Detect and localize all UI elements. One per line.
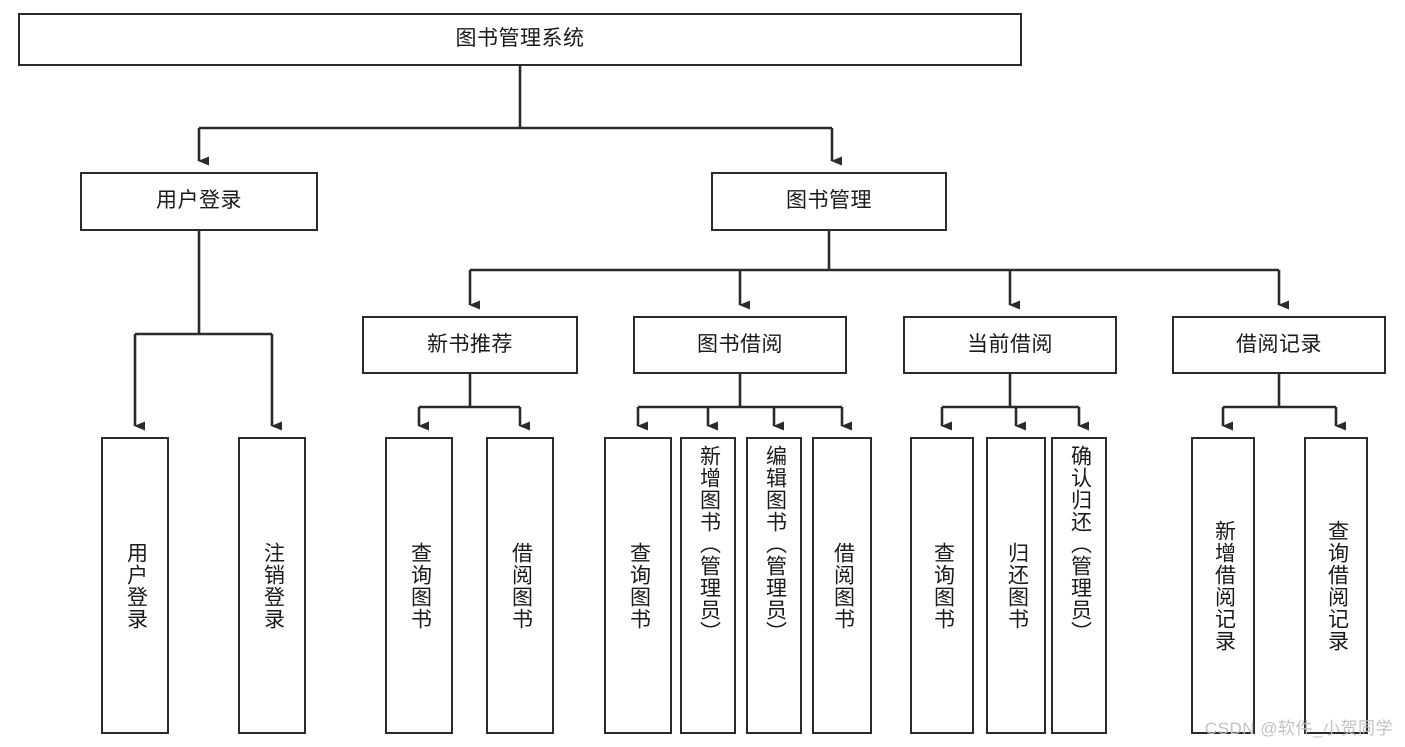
leaf-query-book-3[interactable]: 查询图书 [910,437,974,734]
leaf-add-book-admin[interactable]: 新增图书（管理员） [680,437,736,734]
leaf-query-book-2-label: 查询图书 [627,541,651,630]
leaf-query-borrow-record-label: 查询借阅记录 [1325,519,1349,652]
leaf-confirm-return-admin-label: 确认归还（管理员） [1068,445,1092,643]
leaf-query-book-1[interactable]: 查询图书 [385,437,453,734]
node-user-login[interactable]: 用户登录 [80,172,318,231]
leaf-add-borrow-record[interactable]: 新增借阅记录 [1191,437,1255,734]
node-current-borrow-label: 当前借阅 [967,332,1053,356]
leaf-return-book-label: 归还图书 [1005,541,1029,630]
leaf-borrow-book-1[interactable]: 借阅图书 [486,437,554,734]
leaf-add-borrow-record-label: 新增借阅记录 [1212,519,1236,652]
leaf-confirm-return-admin[interactable]: 确认归还（管理员） [1051,437,1107,734]
node-book-manage-label: 图书管理 [786,189,872,213]
leaf-borrow-book-2-label: 借阅图书 [831,541,855,630]
node-borrow-record-label: 借阅记录 [1236,332,1322,356]
leaf-query-book-1-label: 查询图书 [408,541,432,630]
node-current-borrow[interactable]: 当前借阅 [903,316,1117,374]
leaf-user-login-label: 用户登录 [124,541,148,630]
leaf-borrow-book-1-label: 借阅图书 [509,541,533,630]
node-root-label: 图书管理系统 [455,27,585,51]
node-new-book-recommend[interactable]: 新书推荐 [362,316,578,374]
leaf-edit-book-admin-label: 编辑图书（管理员） [763,445,787,643]
leaf-user-logout[interactable]: 注销登录 [238,437,306,734]
leaf-query-borrow-record[interactable]: 查询借阅记录 [1304,437,1368,734]
node-new-book-recommend-label: 新书推荐 [427,332,513,356]
node-user-login-label: 用户登录 [156,189,242,213]
leaf-add-book-admin-label: 新增图书（管理员） [697,445,721,643]
node-book-borrow-label: 图书借阅 [697,332,783,356]
leaf-user-login[interactable]: 用户登录 [101,437,169,734]
leaf-edit-book-admin[interactable]: 编辑图书（管理员） [746,437,802,734]
node-book-borrow[interactable]: 图书借阅 [633,316,847,374]
node-root[interactable]: 图书管理系统 [18,13,1022,66]
node-borrow-record[interactable]: 借阅记录 [1172,316,1386,374]
node-book-manage[interactable]: 图书管理 [711,172,947,231]
leaf-borrow-book-2[interactable]: 借阅图书 [812,437,872,734]
leaf-user-logout-label: 注销登录 [261,541,285,630]
leaf-return-book[interactable]: 归还图书 [986,437,1046,734]
leaf-query-book-3-label: 查询图书 [931,541,955,630]
leaf-query-book-2[interactable]: 查询图书 [604,437,672,734]
